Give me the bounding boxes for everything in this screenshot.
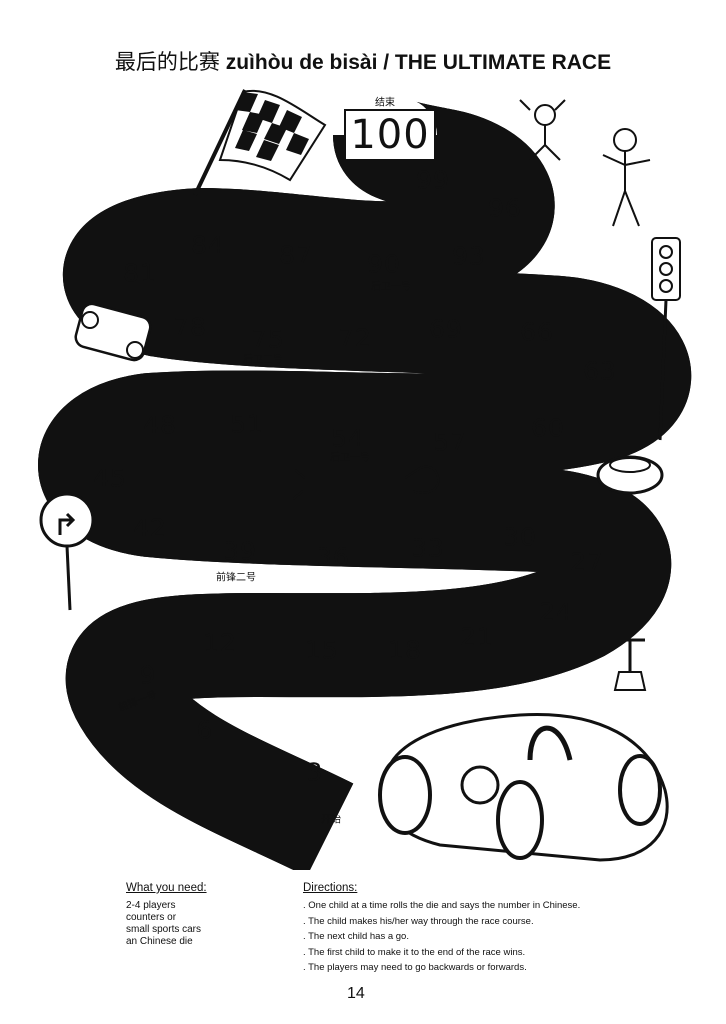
board-square-72: 72 (338, 323, 372, 353)
start-label: 开始 (321, 814, 341, 826)
board-square-93: 93 (452, 241, 486, 271)
board-square-75: 75 (251, 324, 285, 354)
page-number: 14 (347, 985, 365, 1002)
board-square-33: 33 (411, 533, 445, 563)
board-square-24: 24 (539, 597, 573, 627)
lying-person-icon (263, 465, 440, 500)
board-square-78: 78 (173, 312, 207, 342)
traffic-light-icon (651, 237, 681, 441)
board-square-21: 21 (460, 622, 494, 652)
need-item: an Chinese die (126, 936, 193, 947)
back2-label: 后卫二号 (243, 354, 283, 366)
back1-mid-label: 后卫一号 (330, 452, 370, 464)
board-square-39: 39 (223, 536, 257, 566)
page-title: 最后的比赛 zuìhòu de bisài / THE ULTIMATE RAC… (114, 50, 612, 74)
need-heading: What you need: (126, 882, 207, 894)
forward2-label: 前锋二号 (216, 572, 256, 584)
board-square-27: 27 (570, 547, 604, 577)
direction-item: . The child makes his/her way through th… (303, 915, 534, 927)
need-item: 2-4 players (126, 900, 176, 911)
board-square-45: 45 (93, 463, 127, 493)
board-square-99: 99 (416, 165, 450, 195)
what-you-need: What you need: 2-4 players counters or s… (126, 882, 207, 948)
direction-item: . One child at a time rolls the die and … (303, 900, 581, 911)
board-square-48: 48 (143, 410, 177, 440)
board-square-51: 51 (230, 409, 264, 439)
board-square-60: 60 (531, 413, 565, 443)
cheering-people-icon (519, 99, 651, 227)
directions: Directions: . One child at a time rolls … (303, 882, 580, 976)
tyre-icon (596, 455, 664, 495)
board-square-54: 54 (331, 423, 365, 453)
board-square-3: 3 (306, 757, 324, 787)
board-square-84: 84 (191, 230, 225, 260)
board-square-69: 69 (429, 314, 463, 344)
checkered-flag-icon (193, 89, 327, 196)
board-square-81: 81 (123, 258, 157, 288)
jack-icon (613, 638, 647, 691)
board-square-9: 9 (139, 660, 157, 690)
board-square-15: 15 (305, 635, 339, 665)
board-square-100: 100 (350, 112, 430, 158)
board-square-96: 96 (488, 193, 522, 223)
finish-box (344, 109, 436, 161)
race-car-icon (378, 712, 669, 862)
finish-label: 结束 (375, 97, 395, 109)
direction-item: . The players may need to go backwards o… (303, 962, 527, 973)
board-square-87: 87 (279, 240, 313, 270)
board-square-36: 36 (316, 542, 350, 572)
board-square-6: 6 (196, 715, 214, 745)
board-square-42: 42 (133, 513, 167, 543)
back1-top-label: 后卫一号 (371, 281, 411, 293)
board-square-30: 30 (503, 522, 537, 552)
board-square-66: 66 (520, 317, 554, 347)
board-square-12: 12 (203, 628, 237, 658)
need-item: small sports cars (126, 924, 202, 935)
flipped-car-icon (74, 302, 152, 362)
turn-sign-icon (39, 492, 95, 611)
need-item: counters or (126, 912, 177, 923)
directions-heading: Directions: (303, 882, 358, 894)
board-square-63: 63 (583, 356, 617, 386)
direction-item: . The next child has a go. (303, 931, 409, 942)
board-square-18: 18 (388, 635, 422, 665)
direction-item: . The first child to make it to the end … (303, 946, 526, 958)
race-track (0, 0, 726, 870)
board-square-57: 57 (433, 427, 467, 457)
board-square-90: 90 (367, 249, 401, 279)
